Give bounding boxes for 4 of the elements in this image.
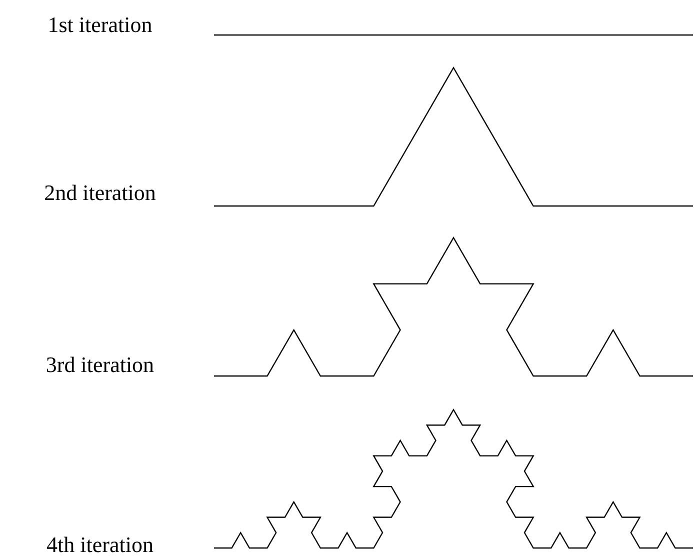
iteration-label: 2nd iteration [43,180,157,206]
iteration-label: 1st iteration [46,12,154,38]
iteration-label: 3rd iteration [44,352,156,378]
iteration-label: 4th iteration [46,532,154,556]
